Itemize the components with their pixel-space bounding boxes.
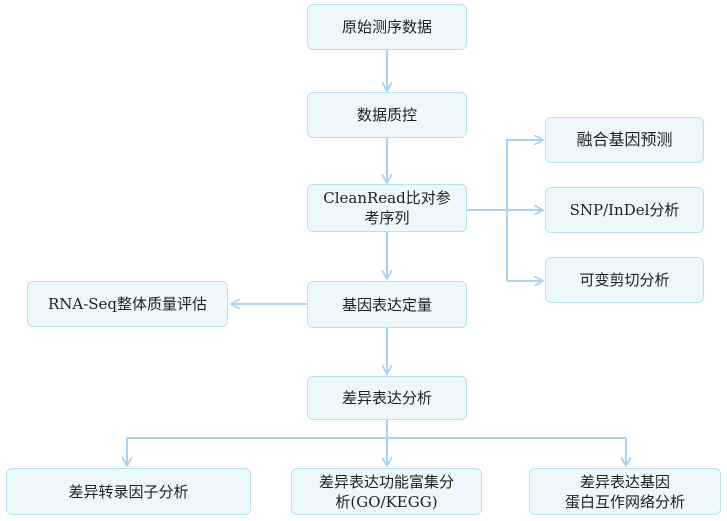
node-enrich-label-line2: 析(GO/KEGG) bbox=[335, 492, 438, 511]
node-rnaseq-eval-label: RNA-Seq整体质量评估 bbox=[47, 295, 208, 313]
node-enrich: 差异表达功能富集分 析(GO/KEGG) bbox=[291, 468, 482, 515]
node-ppi-label-line1: 差异表达基因 bbox=[579, 472, 670, 491]
node-align: CleanRead比对参 考序列 bbox=[307, 184, 467, 232]
node-ppi: 差异表达基因 蛋白互作网络分析 bbox=[529, 468, 721, 515]
node-tf: 差异转录因子分析 bbox=[6, 468, 251, 515]
node-ppi-label-line2: 蛋白互作网络分析 bbox=[564, 492, 685, 511]
node-snp: SNP/InDel分析 bbox=[545, 187, 704, 233]
node-fusion-label: 融合基因预测 bbox=[576, 130, 673, 149]
node-diff-expr-label: 差异表达分析 bbox=[341, 389, 432, 407]
node-quant-label: 基因表达定量 bbox=[341, 295, 432, 314]
node-qc: 数据质控 bbox=[307, 92, 467, 138]
node-fusion: 融合基因预测 bbox=[545, 117, 704, 163]
node-tf-label: 差异转录因子分析 bbox=[68, 482, 189, 501]
node-raw-data: 原始测序数据 bbox=[307, 4, 467, 50]
node-raw-data-label: 原始测序数据 bbox=[341, 18, 432, 36]
node-rnaseq-eval: RNA-Seq整体质量评估 bbox=[27, 281, 228, 327]
node-align-label-line1: CleanRead比对参 bbox=[323, 189, 451, 207]
node-quant: 基因表达定量 bbox=[307, 281, 467, 328]
node-snp-label: SNP/InDel分析 bbox=[569, 201, 680, 219]
node-align-label-line2: 考序列 bbox=[364, 209, 410, 227]
node-qc-label: 数据质控 bbox=[356, 106, 417, 124]
node-splice: 可变剪切分析 bbox=[545, 257, 704, 303]
edge-branch-to-fusion bbox=[506, 140, 542, 281]
node-splice-label: 可变剪切分析 bbox=[579, 271, 670, 289]
node-diff-expr: 差异表达分析 bbox=[307, 376, 467, 420]
node-enrich-label-line1: 差异表达功能富集分 bbox=[318, 472, 454, 491]
